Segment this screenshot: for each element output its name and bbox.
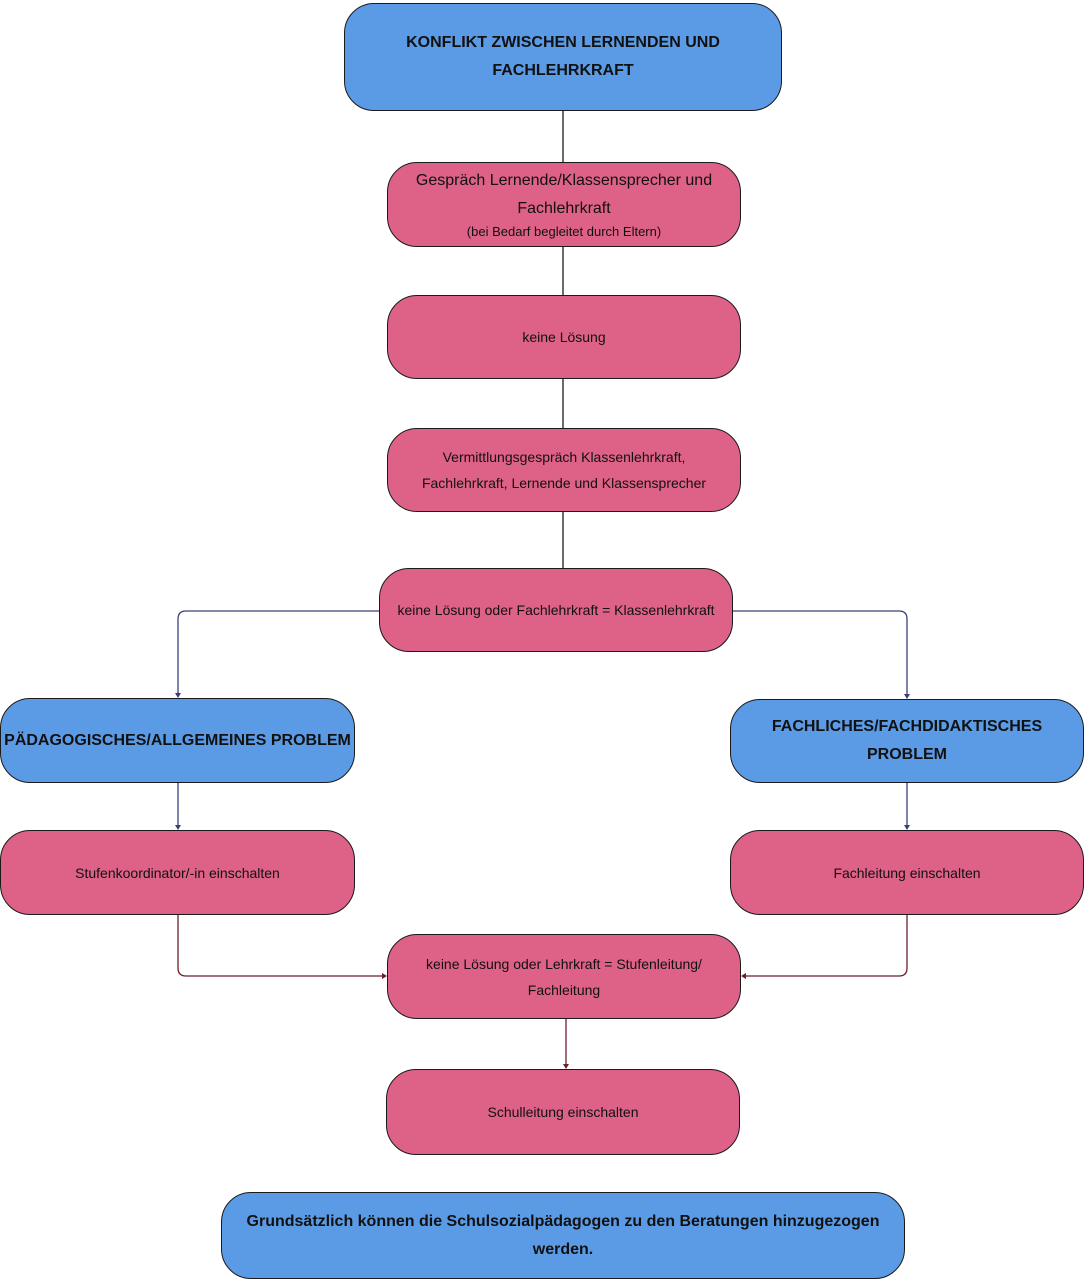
merge-node: keine Lösung oder Lehrkraft = Stufenleit… bbox=[387, 934, 741, 1019]
subject-problem-node: FACHLICHES/FACHDIDAKTISCHES PROBLEM bbox=[730, 699, 1084, 783]
school-lead-label: Schulleitung einschalten bbox=[487, 1104, 639, 1120]
footer-note-node: Grundsätzlich können die Schulsozialpäda… bbox=[221, 1192, 905, 1279]
merge-line1: keine Lösung oder Lehrkraft = Stufenleit… bbox=[426, 955, 702, 972]
talk-line2: Fachlehrkraft bbox=[517, 199, 611, 217]
subject-problem-line1: FACHLICHES/FACHDIDAKTISCHES bbox=[771, 718, 1043, 735]
level-coordinator-label: Stufenkoordinator/-in einschalten bbox=[75, 864, 280, 881]
pedagogical-problem-label: PÄDAGOGISCHES/ALLGEMEINES PROBLEM bbox=[4, 731, 351, 749]
level-coordinator-node: Stufenkoordinator/-in einschalten bbox=[0, 830, 355, 915]
talk-line1: Gespräch Lernende/Klassensprecher und bbox=[415, 171, 713, 189]
merge-line2: Fachleitung bbox=[527, 981, 601, 998]
no-solution-node: keine Lösung bbox=[387, 295, 741, 379]
conflict-title-line1: KONFLIKT ZWISCHEN LERNENDEN UND bbox=[406, 34, 720, 51]
mediation-line1: Vermittlungsgespräch Klassenlehrkraft, bbox=[442, 449, 686, 465]
subject-lead-node: Fachleitung einschalten bbox=[730, 830, 1084, 915]
connector-right-action-to-merge bbox=[745, 915, 908, 977]
pedagogical-problem-node: PÄDAGOGISCHES/ALLGEMEINES PROBLEM bbox=[0, 698, 355, 783]
connector-branch-to-right bbox=[733, 610, 908, 695]
talk-node: Gespräch Lernende/Klassensprecher und Fa… bbox=[387, 162, 741, 247]
arrowhead-left-problem bbox=[175, 693, 181, 698]
connector-left-action-to-merge bbox=[177, 915, 383, 977]
arrowhead-merge-left bbox=[382, 973, 387, 979]
conflict-start-node: KONFLIKT ZWISCHEN LERNENDEN UND FACHLEHR… bbox=[344, 3, 782, 111]
mediation-node: Vermittlungsgespräch Klassenlehrkraft, F… bbox=[387, 428, 741, 512]
footer-note-line2: werden. bbox=[532, 1240, 594, 1258]
school-lead-node: Schulleitung einschalten bbox=[386, 1069, 740, 1155]
mediation-line2: Fachlehrkraft, Lernende und Klassensprec… bbox=[421, 475, 707, 491]
arrowhead-right-action bbox=[904, 825, 910, 830]
no-solution-label: keine Lösung bbox=[522, 329, 606, 345]
talk-note: (bei Bedarf begleitet durch Eltern) bbox=[466, 223, 662, 239]
connector-branch-to-left bbox=[177, 610, 379, 694]
subject-problem-line2: PROBLEM bbox=[867, 746, 947, 763]
arrowhead-merge-right bbox=[741, 973, 746, 979]
arrowhead-school-lead bbox=[563, 1064, 569, 1069]
footer-note-line1: Grundsätzlich können die Schulsozialpäda… bbox=[246, 1212, 880, 1230]
branch-label: keine Lösung oder Fachlehrkraft = Klasse… bbox=[397, 602, 715, 618]
subject-lead-label: Fachleitung einschalten bbox=[833, 864, 981, 881]
conflict-title-line2: FACHLEHRKRAFT bbox=[492, 62, 634, 79]
arrowhead-left-action bbox=[175, 825, 181, 830]
branch-node: keine Lösung oder Fachlehrkraft = Klasse… bbox=[379, 568, 733, 652]
arrowhead-right-problem bbox=[904, 694, 910, 699]
